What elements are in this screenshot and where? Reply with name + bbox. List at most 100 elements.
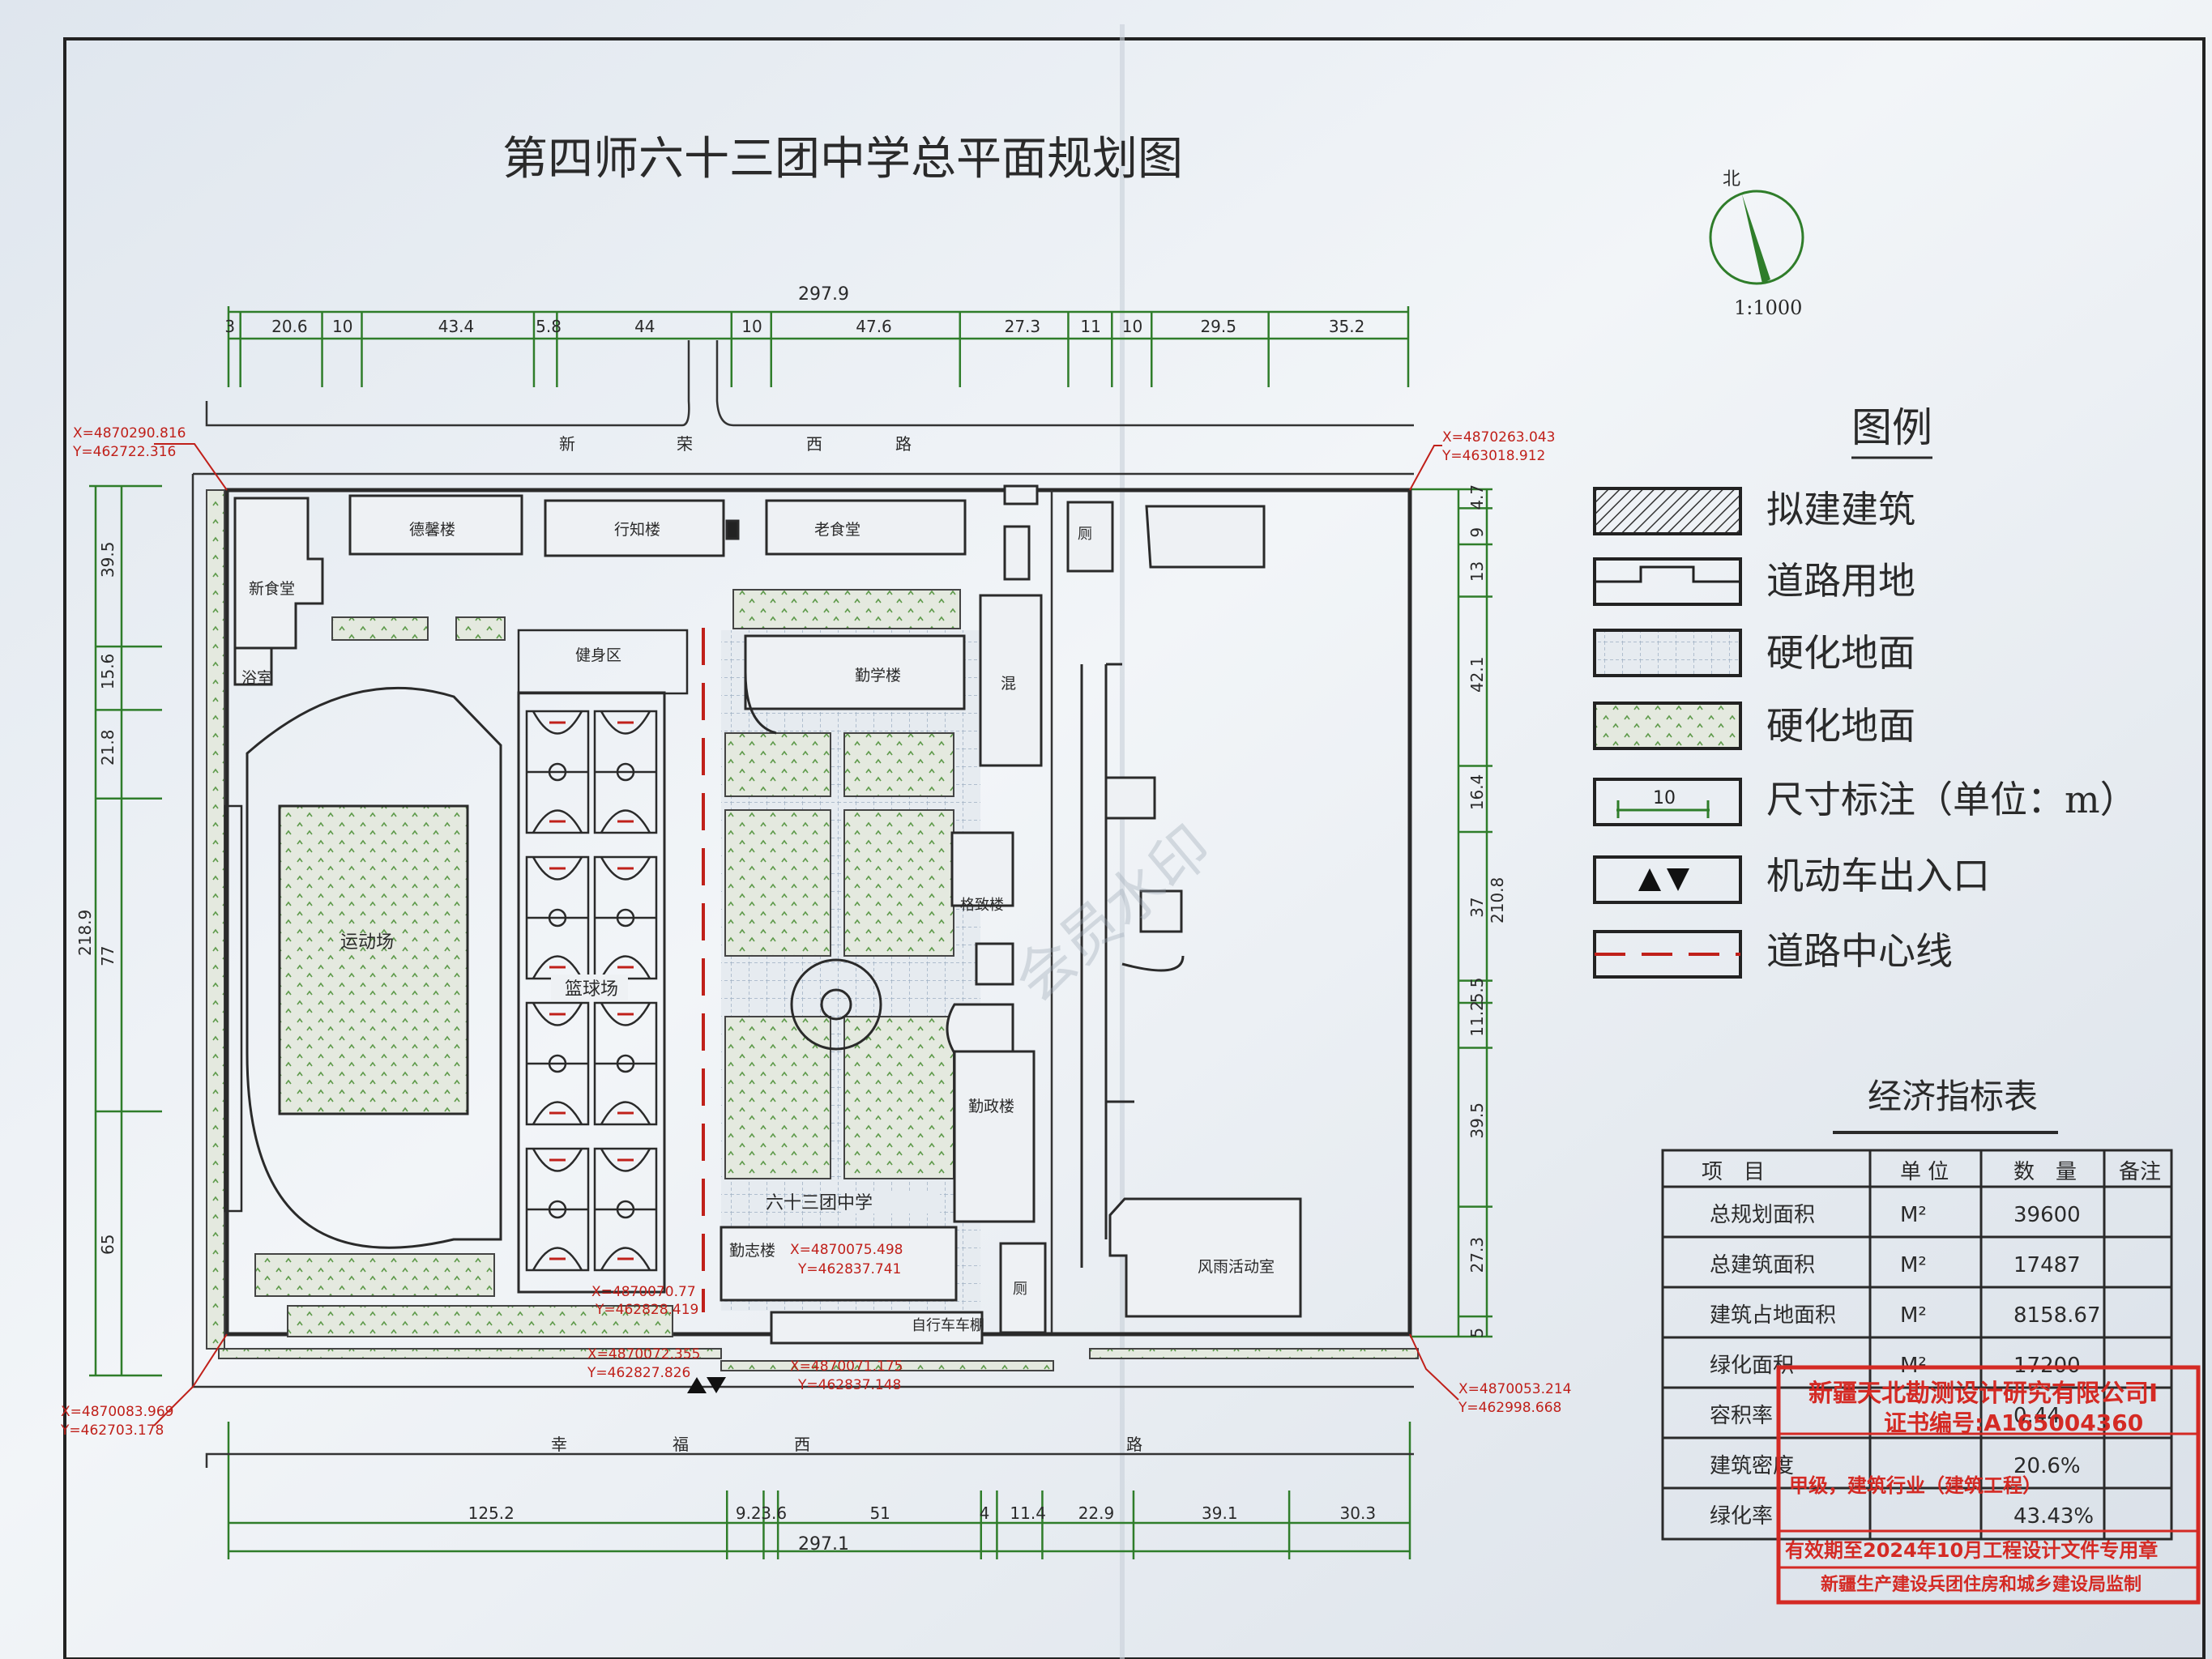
coord-g3-x: X=4870072.355 [587, 1346, 700, 1363]
econ-table-cell: 总规划面积 [1710, 1203, 1815, 1227]
coord-sw-y: Y=462703.178 [60, 1422, 164, 1439]
coord-ne-x: X=4870263.043 [1442, 429, 1555, 446]
building-fengyu: 风雨活动室 [1198, 1258, 1275, 1276]
econ-header-cell: 项 目 [1702, 1160, 1765, 1184]
entrance-triangle-icon-2 [707, 1377, 726, 1393]
econ-table-cell: 8158.67 [2013, 1303, 2101, 1328]
road-name-char: 新 [559, 434, 575, 454]
dimension-left [89, 484, 162, 1377]
basketball-court [593, 710, 658, 834]
building-xingzhi: 行知楼 [614, 521, 660, 539]
dim-top-segment-label: 44 [634, 317, 655, 336]
dim-left-total: 218.9 [75, 910, 95, 956]
coord-g1-x: X=4870075.498 [790, 1242, 903, 1258]
econ-table-cell: 17487 [2013, 1253, 2081, 1277]
legend-road-swatch [1593, 557, 1742, 606]
coord-se-x: X=4870053.214 [1458, 1381, 1571, 1397]
dim-top-segment-label: 11 [1080, 317, 1100, 336]
econ-table-cell: M² [1900, 1303, 1927, 1328]
econ-table-cell: 20.6% [2013, 1454, 2081, 1478]
design-stamp: 新疆天北勘测设计研究有限公司Ⅰ 证书编号:A165004360 甲级，建筑行业（… [1776, 1365, 2201, 1605]
east-zone [1066, 501, 1302, 1318]
road-south [193, 1385, 1414, 1468]
building-qinzhi: 勤志楼 [729, 1242, 775, 1260]
econ-table-cell: 建筑密度 [1710, 1454, 1794, 1478]
coord-g4-y: Y=462837.148 [797, 1377, 901, 1393]
dim-bottom-segment-label: 30.3 [1340, 1503, 1377, 1523]
econ-header-cell: 备注 [2119, 1160, 2161, 1184]
econ-table-cell: 总建筑面积 [1710, 1253, 1815, 1277]
basketball-court [525, 1001, 590, 1126]
dim-top-segment-label: 10 [741, 317, 762, 336]
east-buildings [946, 484, 1047, 1334]
dimension-right [1410, 488, 1492, 1338]
dim-top-segment-label: 10 [332, 317, 352, 336]
dim-left-segment-label: 65 [98, 1235, 117, 1255]
dim-right-total: 210.8 [1488, 877, 1507, 923]
label-yundong: 运动场 [340, 932, 394, 953]
road-name-char: 荣 [677, 434, 693, 454]
dim-right-segment-label: 16.4 [1467, 774, 1487, 811]
basketball-court [593, 1001, 658, 1126]
dim-top-segment-label: 47.6 [856, 317, 892, 336]
econ-table-cell: 建筑占地面积 [1710, 1303, 1836, 1328]
building-xueyuan: 勤学楼 [855, 667, 901, 684]
green-bed-1 [331, 616, 429, 641]
dim-right-segment-label: 42.1 [1467, 657, 1487, 693]
econ-table-cell: 容积率 [1710, 1404, 1773, 1428]
dim-right-segment-label: 39.5 [1467, 1102, 1487, 1139]
legend-centerline-swatch [1593, 930, 1742, 979]
road-name-char: 西 [806, 434, 822, 454]
stamp-line-2: 证书编号:A165004360 [1884, 1410, 2143, 1436]
north-label: 北 [1723, 169, 1740, 190]
legend-label-5: 尺寸标注（单位：m） [1766, 778, 2137, 821]
dim-bottom-segment-label: 11.4 [1010, 1503, 1046, 1523]
dim-right-segment-label: 13 [1467, 561, 1487, 582]
legend-paving-swatch [1593, 629, 1742, 677]
stamp-line-4: 有效期至2024年10月工程设计文件专用章 [1785, 1539, 2158, 1562]
dim-bottom-segment-label: 3.6 [761, 1503, 787, 1523]
green-strip-south-3 [1089, 1348, 1419, 1359]
road-name-char: 路 [1126, 1435, 1142, 1454]
building-jiaoxue: 格致楼 [960, 897, 1004, 914]
coord-g2-y: Y=462828.419 [595, 1302, 698, 1318]
label-school: 六十三团中学 [766, 1193, 873, 1213]
dimension-bottom [227, 1422, 1411, 1559]
basketball-court [525, 1147, 590, 1272]
stamp-line-3: 甲级，建筑行业（建筑工程） [1789, 1474, 2042, 1497]
green-bed-2 [455, 616, 506, 641]
dim-bottom-total: 297.1 [798, 1534, 849, 1555]
econ-table-cell: M² [1900, 1203, 1927, 1227]
plaza-circle [790, 958, 882, 1051]
dim-left-segment-label: 21.8 [98, 730, 117, 766]
dim-top-segment-label: 20.6 [271, 317, 308, 336]
basketball-area [517, 691, 666, 1294]
dim-bottom-segment-label: 39.1 [1202, 1503, 1238, 1523]
building-xueyuan-shape [744, 634, 966, 735]
dim-bottom-segment-label: 51 [869, 1503, 890, 1523]
dim-right-segment-label: 9 [1467, 527, 1487, 538]
plan-title: 第四师六十三团中学总平面规划图 [502, 133, 1183, 186]
legend-dimension-swatch: 10 [1593, 778, 1742, 826]
running-track [224, 686, 502, 1249]
legend-hatch-swatch [1593, 487, 1742, 535]
coord-ne-y: Y=463018.912 [1441, 448, 1545, 464]
dim-right-segment-label: 11.2 [1467, 1000, 1487, 1037]
dim-left-segment-label: 77 [98, 945, 117, 966]
dim-top-segment-label: 35.2 [1329, 317, 1365, 336]
econ-table [1661, 1149, 2173, 1541]
dim-top-segment-label: 5.8 [536, 317, 562, 336]
coord-g1-y: Y=462837.741 [797, 1261, 901, 1277]
scale-label: 1:1000 [1734, 296, 1802, 319]
coord-nw-y: Y=462722.316 [72, 444, 176, 460]
basketball-court [593, 1147, 658, 1272]
green-strip-west [206, 489, 225, 1350]
legend-label-6: 机动车出入口 [1766, 854, 1990, 898]
stamp-line-1: 新疆天北勘测设计研究有限公司Ⅰ [1808, 1380, 2158, 1408]
road-name-char: 幸 [551, 1435, 567, 1454]
dim-top-segment-label: 43.4 [438, 317, 475, 336]
building-zhiyuan: 德馨楼 [409, 521, 455, 539]
econ-table-cell: 43.43% [2013, 1504, 2094, 1529]
label-lanqiu: 篮球场 [565, 979, 618, 1000]
